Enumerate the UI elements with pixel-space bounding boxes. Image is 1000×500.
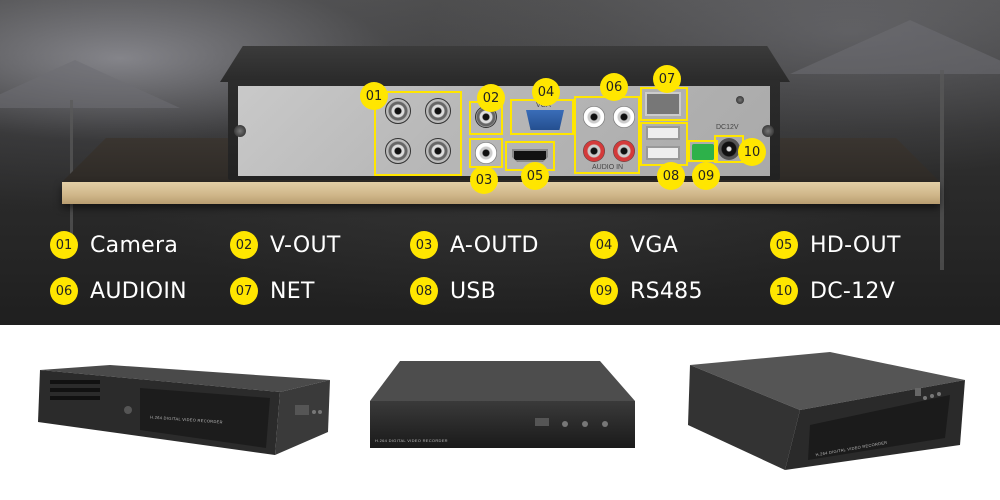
background-pole (940, 70, 944, 270)
highlight-audio-in (574, 96, 640, 174)
screw (762, 125, 774, 137)
legend-badge: 01 (50, 231, 78, 259)
callout-09: 09 (692, 162, 720, 190)
hdmi-port (512, 149, 548, 162)
callout-03: 03 (470, 166, 498, 194)
legend-item: 06 AUDIOIN (50, 276, 187, 306)
legend-label: AUDIOIN (90, 278, 187, 304)
legend-badge: 07 (230, 277, 258, 305)
audio-in-connector (583, 140, 605, 162)
highlight-rs485 (688, 140, 718, 162)
audio-in-connector (613, 140, 635, 162)
product-photo-left: H.264 DIGITAL VIDEO RECORDER (30, 360, 340, 460)
callout-07: 07 (653, 65, 681, 93)
product-photo-center: H.264 DIGITAL VIDEO RECORDER (365, 356, 640, 456)
dvr-front-image (370, 361, 635, 448)
dvr-angled-right-image (688, 352, 965, 470)
dc-power-jack (718, 138, 740, 160)
legend-label: DC-12V (810, 278, 896, 304)
legend-badge: 03 (410, 231, 438, 259)
legend-badge: 05 (770, 231, 798, 259)
bnc-camera-input (385, 98, 411, 124)
audio-in-connector (613, 106, 635, 128)
callout-05: 05 (521, 162, 549, 190)
callout-08: 08 (657, 162, 685, 190)
highlight-a-out (469, 138, 503, 168)
rear-panel-diagram: VGA AUDIO IN DC12V 01 02 03 04 05 06 (0, 0, 1000, 325)
callout-10: 10 (738, 138, 766, 166)
legend-badge: 06 (50, 277, 78, 305)
audio-in-connector (583, 106, 605, 128)
legend-item: 03 A-OUTD (410, 230, 539, 260)
callout-04: 04 (532, 78, 560, 106)
ethernet-port (645, 92, 681, 116)
legend-badge: 09 (590, 277, 618, 305)
bnc-camera-input (425, 98, 451, 124)
legend-label: VGA (630, 232, 679, 258)
legend-item: 01 Camera (50, 230, 178, 260)
legend-label: V-OUT (270, 232, 341, 258)
bnc-camera-input (425, 138, 451, 164)
legend-label: A-OUTD (450, 232, 539, 258)
dvr-angled-left-image (38, 365, 330, 455)
background-umbrella (790, 20, 1000, 74)
vga-port (526, 110, 564, 130)
highlight-camera (374, 91, 462, 176)
screw (736, 96, 744, 104)
legend-badge: 10 (770, 277, 798, 305)
legend-badge: 02 (230, 231, 258, 259)
legend-label: RS485 (630, 278, 703, 304)
usb-port (646, 146, 680, 160)
dc-plate-label: DC12V (716, 124, 739, 131)
legend-badge: 04 (590, 231, 618, 259)
usb-port (646, 126, 680, 140)
legend-item: 04 VGA (590, 230, 678, 260)
legend-item: 05 HD-OUT (770, 230, 901, 260)
audio-out-connector (475, 142, 497, 164)
desk-edge (62, 182, 940, 204)
legend-item: 08 USB (410, 276, 496, 306)
legend-item: 02 V-OUT (230, 230, 341, 260)
callout-01: 01 (360, 82, 388, 110)
bnc-camera-input (385, 138, 411, 164)
rs485-terminal (692, 144, 714, 160)
product-photo-right: H.264 DIGITAL VIDEO RECORDER (680, 350, 970, 475)
legend-item: 07 NET (230, 276, 315, 306)
callout-02: 02 (477, 84, 505, 112)
legend-label: HD-OUT (810, 232, 901, 258)
legend-label: NET (270, 278, 315, 304)
legend-label: Camera (90, 232, 179, 258)
dvr-face-text: H.264 DIGITAL VIDEO RECORDER (375, 438, 448, 443)
screw (234, 125, 246, 137)
legend-label: USB (450, 278, 497, 304)
dvr-top-cover (220, 46, 790, 82)
highlight-usb (640, 122, 688, 166)
background-umbrella (0, 60, 180, 108)
audio-plate-label: AUDIO IN (592, 164, 624, 171)
legend-item: 10 DC-12V (770, 276, 895, 306)
legend-badge: 08 (410, 277, 438, 305)
legend-item: 09 RS485 (590, 276, 703, 306)
callout-06: 06 (600, 73, 628, 101)
